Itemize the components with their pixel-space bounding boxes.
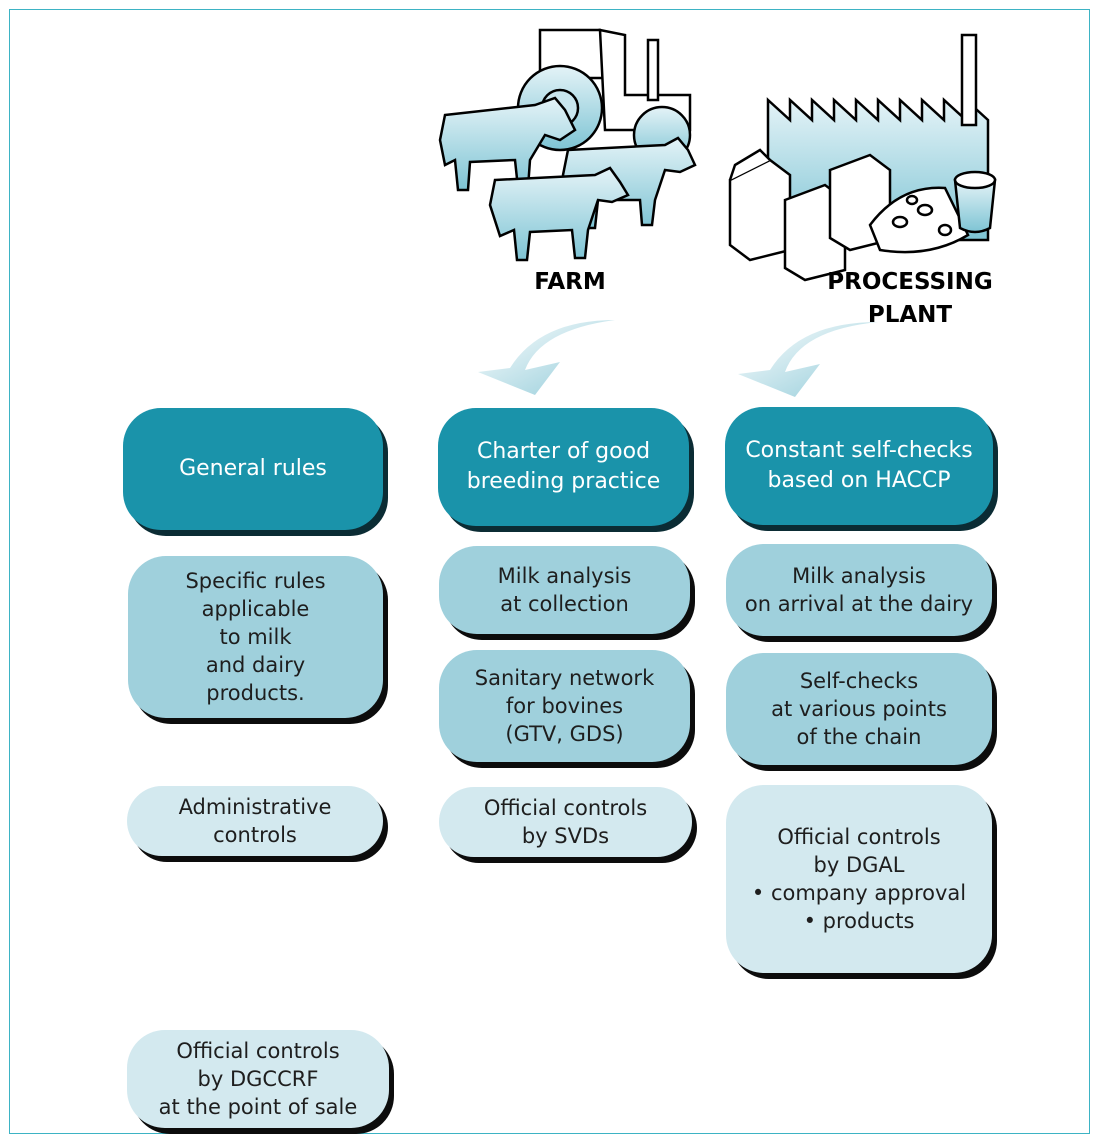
dgal-controls-box: Official controls by DGAL • company appr…	[726, 785, 992, 973]
diagram-frame	[9, 9, 1090, 1134]
cheese-icon	[868, 186, 970, 254]
dgccrf-controls-box: Official controls by DGCCRF at the point…	[127, 1030, 389, 1128]
sanitary-network-box: Sanitary network for bovines (GTV, GDS)	[439, 650, 690, 762]
curved-arrow-icon	[738, 322, 878, 397]
milk-arrival-box: Milk analysis on arrival at the dairy	[726, 544, 992, 636]
self-checks-box: Self-checks at various points of the cha…	[726, 653, 992, 765]
milk-collection-box: Milk analysis at collection	[439, 546, 690, 634]
haccp-box: Constant self-checks based on HACCP	[725, 407, 993, 525]
specific-rules-box: Specific rules applicable to milk and da…	[128, 556, 383, 718]
curved-arrow-icon	[478, 320, 615, 395]
yogurt-pot-icon	[953, 170, 997, 234]
heading-processing-plant: PROCESSING PLANT	[827, 269, 993, 328]
administrative-controls-box: Administrative controls	[127, 786, 383, 856]
svds-controls-box: Official controls by SVDs	[439, 787, 692, 857]
general-rules-box: General rules	[123, 408, 383, 530]
charter-box: Charter of good breeding practice	[438, 408, 689, 526]
cow-icon	[438, 96, 697, 262]
heading-farm: FARM	[534, 269, 606, 295]
tractor-icon	[516, 28, 692, 165]
